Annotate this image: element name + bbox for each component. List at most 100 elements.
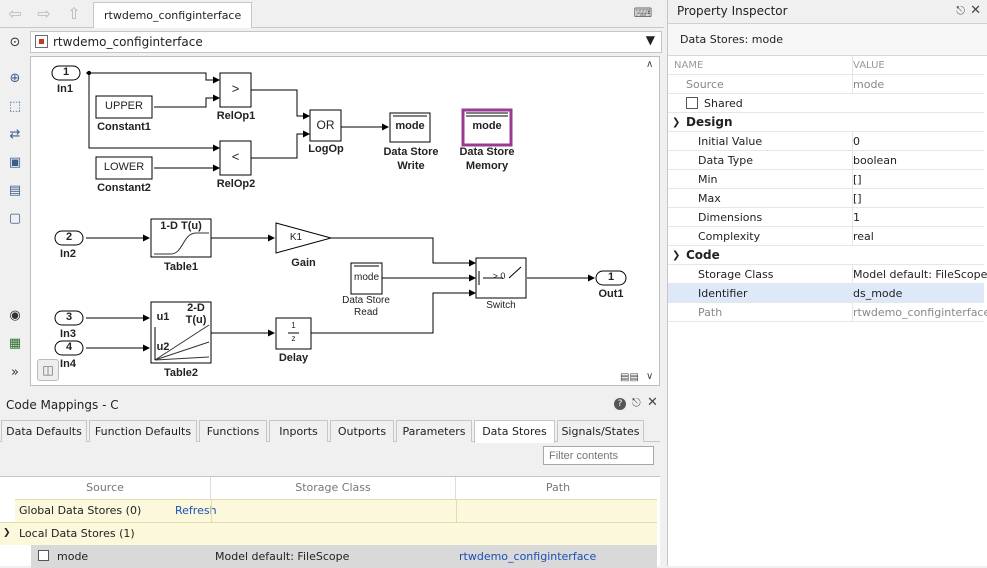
max-row[interactable]: Max [] (668, 189, 984, 208)
ds-write-text[interactable]: mode (395, 120, 425, 132)
min-field[interactable]: [] (852, 170, 984, 189)
switch-text[interactable]: > 0 (492, 271, 506, 281)
in4-port[interactable]: 4 (65, 341, 73, 353)
camera-icon[interactable]: ◉ (9, 308, 21, 323)
chevron-down-icon[interactable]: ❯ (672, 250, 681, 261)
local-group-row[interactable]: ❯ Local Data Stores (1) (0, 522, 660, 545)
expand-icon[interactable]: » (11, 365, 19, 380)
logop-symbol[interactable]: OR (316, 118, 335, 132)
keyboard-icon[interactable]: ⌨ (633, 6, 653, 21)
in1-port[interactable]: 1 (62, 66, 70, 78)
address-text: rtwdemo_configinterface (53, 35, 203, 49)
tab-model[interactable]: rtwdemo_configinterface (93, 2, 253, 28)
scroll-up-icon[interactable]: ∧ (646, 59, 654, 70)
column-storage-class[interactable]: Storage Class (211, 477, 456, 499)
table1-text[interactable]: 1-D T(u) (160, 220, 202, 232)
ds-read-text[interactable]: mode (353, 272, 379, 283)
zoom-in-icon[interactable]: ⊕ (9, 71, 21, 86)
tab-parameters[interactable]: Parameters (396, 420, 472, 442)
tab-outports[interactable]: Outports (330, 420, 394, 442)
ds-write-label-1: Data Store (383, 146, 439, 158)
model-canvas[interactable]: 1 In1 2 In2 3 In3 4 In4 1 Out1 UPPER Con… (30, 56, 660, 386)
in2-port[interactable]: 2 (65, 231, 73, 243)
constant1-label: Constant1 (97, 121, 151, 133)
chevron-down-icon[interactable]: ❯ (672, 117, 681, 128)
annotation-icon[interactable]: ▣ (8, 155, 22, 170)
storage-class-row[interactable]: Storage Class Model default: FileScope (668, 265, 987, 284)
constant2-value[interactable]: LOWER (103, 161, 145, 173)
table2-text-1[interactable]: 2-D (187, 302, 205, 314)
complexity-row[interactable]: Complexity real (668, 227, 984, 246)
table-row[interactable]: mode Model default: FileScope rtwdemo_co… (0, 545, 660, 568)
in3-port[interactable]: 3 (65, 311, 73, 323)
refresh-link[interactable]: Refresh (175, 504, 217, 517)
chevron-down-icon[interactable]: ▼ (645, 33, 655, 47)
table2-u2: u2 (156, 341, 170, 353)
filter-input[interactable] (543, 446, 654, 465)
dimensions-row[interactable]: Dimensions 1 (668, 208, 984, 227)
out1-port[interactable]: 1 (607, 271, 615, 283)
hide-panel-icon[interactable]: ⊙ (9, 35, 21, 50)
ds-memory-text[interactable]: mode (472, 120, 502, 132)
shared-checkbox[interactable] (686, 97, 698, 109)
max-field[interactable]: [] (852, 189, 984, 208)
model-browser-icon[interactable]: ▦ (8, 336, 22, 351)
fit-view-icon[interactable]: ⬚ (8, 99, 22, 114)
source-key: Source (686, 78, 724, 91)
relop2-symbol[interactable]: < (231, 149, 240, 164)
initial-value-key: Initial Value (698, 135, 763, 148)
image-icon[interactable]: ▤ (8, 183, 22, 198)
data-stores-grid: Source Storage Class Path Global Data St… (0, 476, 660, 568)
pin-icon[interactable]: ⎋ (632, 396, 641, 409)
row-source: mode (57, 550, 89, 563)
identifier-row[interactable]: Identifier ds_mode (668, 284, 984, 303)
tab-data-defaults[interactable]: Data Defaults (1, 420, 87, 442)
global-group-label: Global Data Stores (0) (19, 504, 142, 517)
ds-write-label-2: Write (397, 160, 425, 172)
tab-data-stores[interactable]: Data Stores (474, 420, 555, 443)
identifier-field[interactable]: ds_mode (852, 284, 984, 303)
path-row: Path rtwdemo_configinterface (668, 303, 987, 322)
data-type-field[interactable]: boolean (852, 151, 984, 170)
ds-memory-label-1: Data Store (459, 146, 515, 158)
column-source[interactable]: Source (0, 477, 211, 499)
tab-functions[interactable]: Functions (199, 420, 267, 442)
data-type-row[interactable]: Data Type boolean (668, 151, 984, 170)
min-key: Min (698, 173, 718, 186)
constant1-value[interactable]: UPPER (105, 100, 143, 112)
pin-icon[interactable]: ⎋ (956, 4, 965, 17)
column-path[interactable]: Path (545, 481, 571, 494)
storage-class-field[interactable]: Model default: FileScope (852, 265, 987, 284)
back-arrow-icon[interactable]: ⇦ (8, 4, 22, 23)
scroll-down-icon[interactable]: ∨ (646, 371, 654, 382)
database-icon[interactable]: ◫ (37, 359, 59, 381)
address-bar[interactable]: rtwdemo_configinterface ▼ (30, 31, 662, 53)
row-path-link[interactable]: rtwdemo_configinterface (459, 550, 597, 563)
initial-value-row[interactable]: Initial Value 0 (668, 132, 984, 151)
close-icon[interactable]: ✕ (970, 3, 981, 18)
forward-arrow-icon[interactable]: ⇨ (37, 4, 51, 23)
chevron-down-icon[interactable]: ❯ (3, 528, 11, 538)
close-icon[interactable]: ✕ (647, 395, 658, 410)
min-row[interactable]: Min [] (668, 170, 984, 189)
up-arrow-icon[interactable]: ⇧ (67, 4, 81, 23)
code-section[interactable]: ❯ Code (668, 246, 984, 265)
complexity-field[interactable]: real (852, 227, 984, 246)
gain-text[interactable]: K1 (289, 232, 303, 243)
relop1-symbol[interactable]: > (231, 81, 240, 96)
tab-signals-states[interactable]: Signals/States (557, 420, 644, 442)
help-icon[interactable]: ? (614, 398, 626, 410)
dimensions-field[interactable]: 1 (852, 208, 984, 227)
view-mode-icon[interactable]: ▤▤ (620, 372, 639, 383)
row-storage-class[interactable]: Model default: FileScope (215, 550, 350, 563)
diagram-lines (51, 65, 627, 364)
global-group-row[interactable]: Global Data Stores (0) Refresh (0, 499, 660, 522)
initial-value-field[interactable]: 0 (852, 132, 984, 151)
delay-num[interactable]: 1 (291, 321, 296, 330)
tab-inports[interactable]: Inports (269, 420, 328, 442)
left-toolstrip: ⊙ ⊕ ⬚ ⇄ ▣ ▤ ▢ ◉ ▦ » (0, 28, 30, 386)
arrows-icon[interactable]: ⇄ (9, 127, 21, 142)
design-section[interactable]: ❯ Design (668, 113, 984, 132)
area-icon[interactable]: ▢ (8, 211, 22, 226)
tab-function-defaults[interactable]: Function Defaults (89, 420, 197, 442)
